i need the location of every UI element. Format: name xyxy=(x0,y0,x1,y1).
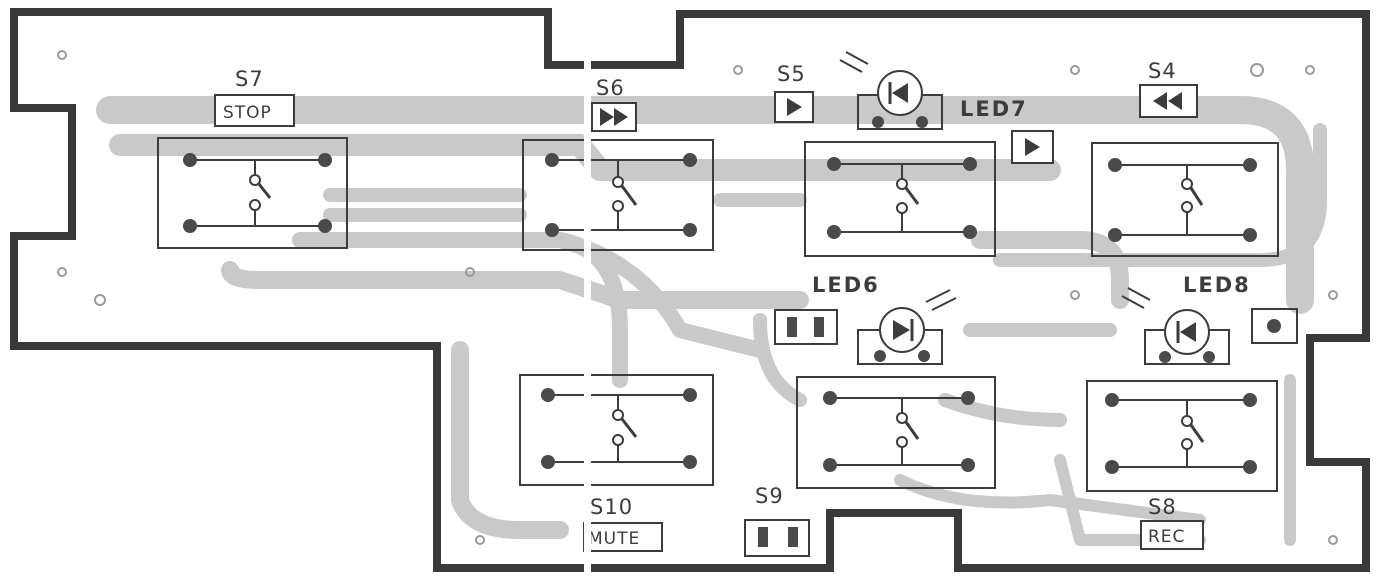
label-s4: S4 xyxy=(1148,59,1177,83)
light-arrow-icon xyxy=(931,297,957,311)
caption-mute: MUTE xyxy=(588,529,640,549)
light-arrow-icon xyxy=(839,59,863,73)
label-s7: S7 xyxy=(235,67,264,91)
light-arrow-icon xyxy=(925,289,951,303)
caption-stop: STOP xyxy=(223,103,272,123)
led6-footprint xyxy=(857,289,957,365)
label-s6: S6 xyxy=(596,76,625,100)
label-led8: LED8 xyxy=(1183,273,1251,297)
label-s8: S8 xyxy=(1148,495,1177,519)
mounting-holes xyxy=(57,50,1338,545)
fast-forward-icon xyxy=(591,102,637,132)
light-arrow-icon xyxy=(845,51,869,65)
play-icon xyxy=(1011,130,1054,164)
connector-s9 xyxy=(744,519,810,557)
label-led6: LED6 xyxy=(812,273,880,297)
copper-traces xyxy=(96,96,1327,546)
label-s10: S10 xyxy=(590,495,633,519)
caption-rec: REC xyxy=(1148,527,1185,547)
switch-block-s10 xyxy=(519,374,714,486)
light-arrow-icon xyxy=(1127,287,1151,301)
play-icon xyxy=(774,91,814,123)
label-s5: S5 xyxy=(777,62,806,86)
switch-block-s4 xyxy=(1091,142,1279,257)
scan-fold-line xyxy=(584,0,591,580)
label-led7: LED7 xyxy=(960,97,1028,121)
switch-block-s8 xyxy=(1086,380,1278,492)
label-s9: S9 xyxy=(755,484,784,508)
rewind-icon xyxy=(1139,84,1198,118)
light-arrow-icon xyxy=(1121,295,1145,309)
connector-near-led6 xyxy=(774,309,838,345)
switch-block-s9 xyxy=(796,376,996,489)
led8-footprint xyxy=(1121,287,1230,365)
switch-block-s6 xyxy=(522,139,714,251)
pad-near-led8 xyxy=(1251,308,1298,344)
led7-footprint xyxy=(839,51,943,130)
switch-block-s5 xyxy=(804,141,996,257)
switch-block-s7 xyxy=(157,137,348,249)
